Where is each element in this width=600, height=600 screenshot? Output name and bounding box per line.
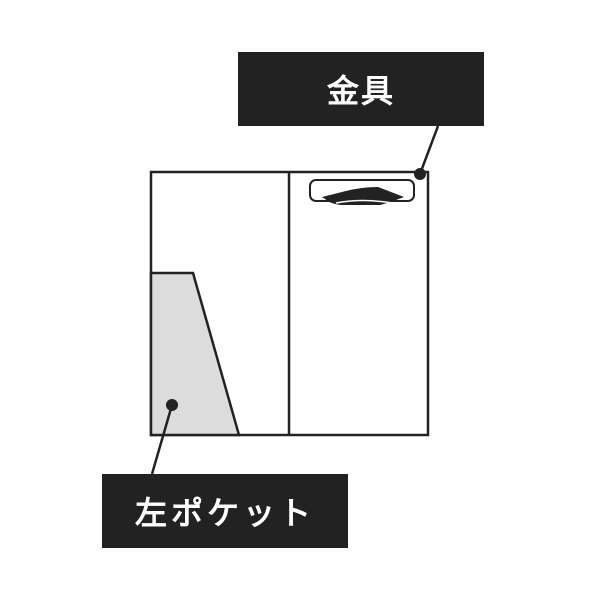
metal-clip-lever bbox=[322, 187, 404, 205]
left-pocket-label: 左ポケット bbox=[102, 474, 348, 548]
metal-leader-line bbox=[418, 125, 440, 175]
left-pocket-shape bbox=[149, 271, 241, 437]
metal-leader-dot bbox=[414, 168, 426, 180]
pocket-leader-dot bbox=[166, 399, 178, 411]
metal-fitting-label: 金具 bbox=[238, 52, 484, 126]
metal-clip-slot bbox=[335, 199, 393, 204]
left-pocket-label-text: 左ポケット bbox=[134, 494, 315, 532]
pocket-leader-line bbox=[150, 404, 174, 475]
metal-fitting-label-text: 金具 bbox=[326, 72, 395, 110]
